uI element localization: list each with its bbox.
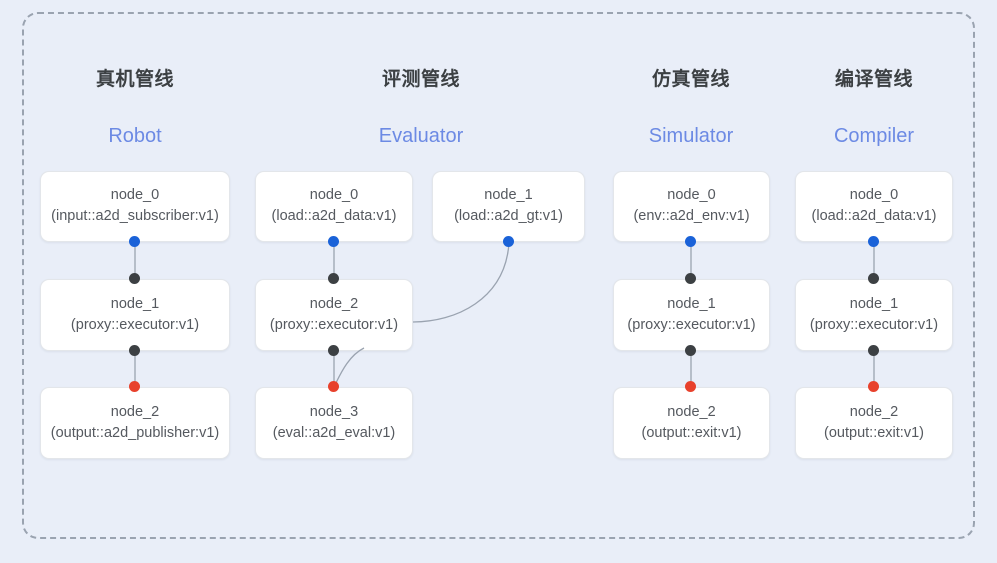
node-spec: (input::a2d_subscriber:v1) — [51, 208, 219, 224]
column-title-cn-robot: 真机管线 — [95, 69, 174, 90]
column-title-cn-evaluator: 评测管线 — [381, 69, 460, 90]
node-name: node_2 — [849, 403, 899, 420]
node-compiler-1[interactable]: node_1 (proxy::executor:v1) — [795, 279, 953, 351]
node-name: node_2 — [309, 295, 359, 312]
node-spec: (proxy::executor:v1) — [70, 316, 200, 333]
node-name: node_1 — [667, 295, 716, 312]
pipeline-panel — [22, 12, 975, 539]
node-name: node_2 — [667, 403, 716, 420]
node-spec: (load::a2d_data:v1) — [811, 208, 937, 224]
edge-eval-1-2-curve — [412, 242, 510, 323]
port-input-robot-1[interactable] — [129, 273, 140, 284]
port-input-evaluator-3[interactable] — [328, 381, 339, 392]
node-evaluator-0[interactable]: node_0 (load::a2d_data:v1) — [255, 171, 413, 242]
port-input-robot-2[interactable] — [129, 381, 140, 392]
node-spec: (output::exit:v1) — [641, 424, 742, 441]
port-output-compiler-0[interactable] — [868, 236, 879, 247]
node-simulator-1[interactable]: node_1 (proxy::executor:v1) — [613, 279, 770, 351]
node-evaluator-1[interactable]: node_1 (load::a2d_gt:v1) — [432, 171, 585, 242]
port-output-compiler-1[interactable] — [868, 345, 879, 356]
node-spec: (output::exit:v1) — [824, 424, 924, 441]
node-robot-1[interactable]: node_1 (proxy::executor:v1) — [40, 279, 230, 351]
port-input-evaluator-2[interactable] — [328, 273, 339, 284]
node-robot-2[interactable]: node_2 (output::a2d_publisher:v1) — [40, 387, 230, 459]
node-spec: (load::a2d_gt:v1) — [454, 208, 563, 224]
edge-eval-1-3-curve — [333, 347, 365, 388]
node-name: node_1 — [849, 295, 899, 312]
port-input-simulator-2[interactable] — [685, 381, 696, 392]
node-name: node_1 — [484, 187, 533, 204]
node-spec: (proxy::executor:v1) — [627, 316, 756, 333]
port-input-compiler-1[interactable] — [868, 273, 879, 284]
column-title-en-robot: Robot — [108, 125, 162, 147]
port-output-simulator-0[interactable] — [685, 236, 696, 247]
node-simulator-0[interactable]: node_0 (env::a2d_env:v1) — [613, 171, 770, 242]
node-name: node_0 — [667, 187, 716, 204]
port-output-evaluator-2[interactable] — [328, 345, 339, 356]
node-spec: (eval::a2d_eval:v1) — [272, 424, 396, 441]
node-robot-0[interactable]: node_0 (input::a2d_subscriber:v1) — [40, 171, 230, 242]
column-title-en-evaluator: Evaluator — [378, 125, 464, 147]
node-name: node_1 — [110, 295, 160, 312]
column-title-en-simulator: Simulator — [648, 125, 734, 147]
node-evaluator-3[interactable]: node_3 (eval::a2d_eval:v1) — [255, 387, 413, 459]
port-input-compiler-2[interactable] — [868, 381, 879, 392]
port-output-evaluator-0[interactable] — [328, 236, 339, 247]
port-output-robot-0[interactable] — [129, 236, 140, 247]
node-compiler-2[interactable]: node_2 (output::exit:v1) — [795, 387, 953, 459]
column-title-en-compiler: Compiler — [833, 125, 915, 147]
port-output-evaluator-1[interactable] — [503, 236, 514, 247]
node-spec: (output::a2d_publisher:v1) — [50, 424, 220, 441]
node-name: node_0 — [309, 187, 359, 204]
node-spec: (load::a2d_data:v1) — [271, 208, 397, 224]
node-name: node_3 — [309, 403, 359, 420]
column-title-cn-compiler: 编译管线 — [834, 69, 913, 90]
port-output-simulator-1[interactable] — [685, 345, 696, 356]
node-spec: (proxy::executor:v1) — [809, 316, 939, 333]
port-input-simulator-1[interactable] — [685, 273, 696, 284]
node-name: node_0 — [849, 187, 899, 204]
node-name: node_0 — [110, 187, 160, 204]
node-spec: (env::a2d_env:v1) — [633, 208, 750, 224]
column-title-cn-simulator: 仿真管线 — [651, 69, 730, 90]
port-output-robot-1[interactable] — [129, 345, 140, 356]
node-spec: (proxy::executor:v1) — [269, 316, 399, 333]
node-name: node_2 — [110, 403, 160, 420]
